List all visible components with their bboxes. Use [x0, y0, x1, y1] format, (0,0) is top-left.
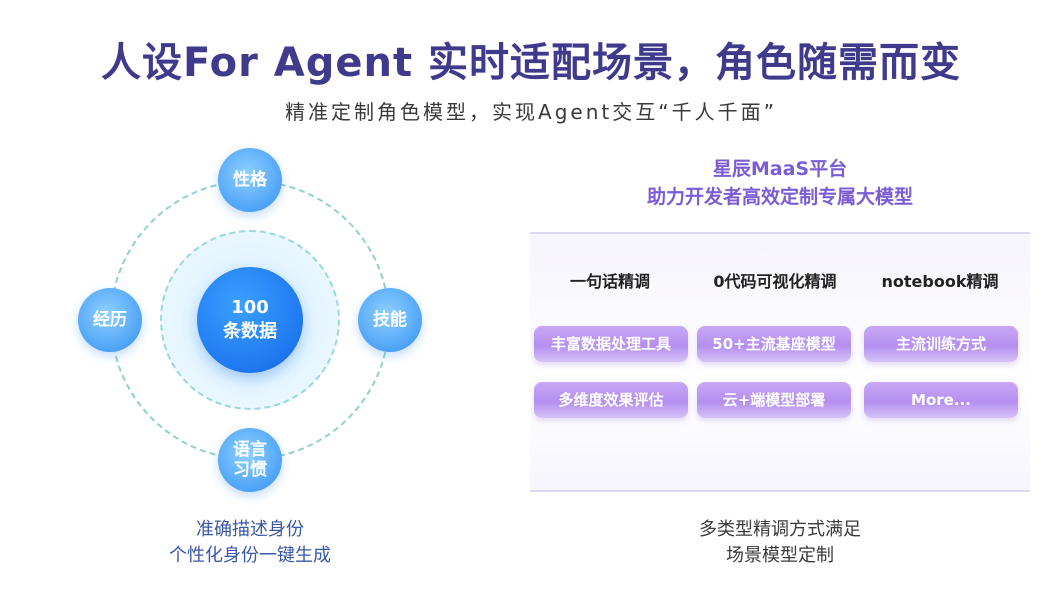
page-title: 人设For Agent 实时适配场景，角色随需而变: [100, 40, 962, 86]
column-heading-notebook: notebook精调: [881, 272, 999, 291]
page-subtitle: 精准定制角色模型，实现Agent交互“千人千面”: [285, 100, 777, 124]
platform-title: 星辰MaaS平台 助力开发者高效定制专属大模型: [646, 158, 913, 208]
node-personality: 性格: [218, 148, 282, 212]
feature-more: More...: [864, 382, 1018, 418]
feature-data-tools: 丰富数据处理工具: [534, 326, 688, 362]
left-caption: 准确描述身份 个性化身份一键生成: [169, 519, 331, 566]
column-heading-zero-code: 0代码可视化精调: [713, 272, 837, 291]
orbit-core-circle: 100 条数据: [197, 267, 303, 373]
orbit-inner-ring: [160, 230, 340, 410]
node-skills: 技能: [358, 288, 422, 352]
feature-base-models: 50+主流基座模型: [697, 326, 851, 362]
feature-deployment: 云+端模型部署: [697, 382, 851, 418]
finetune-panel: 一句话精调 0代码可视化精调 notebook精调 丰富数据处理工具 50+主流…: [530, 232, 1030, 492]
feature-training-methods: 主流训练方式: [864, 326, 1018, 362]
core-label: 条数据: [223, 321, 277, 342]
core-count: 100: [231, 297, 269, 318]
column-heading-one-sentence: 一句话精调: [569, 272, 650, 291]
node-experience: 经历: [78, 288, 142, 352]
node-language-habits: 语言 习惯: [218, 428, 282, 492]
feature-evaluation: 多维度效果评估: [534, 382, 688, 418]
right-caption: 多类型精调方式满足 场景模型定制: [699, 519, 861, 566]
persona-orbit-diagram: 100 条数据 性格 经历 技能 语言 习惯: [60, 140, 440, 500]
